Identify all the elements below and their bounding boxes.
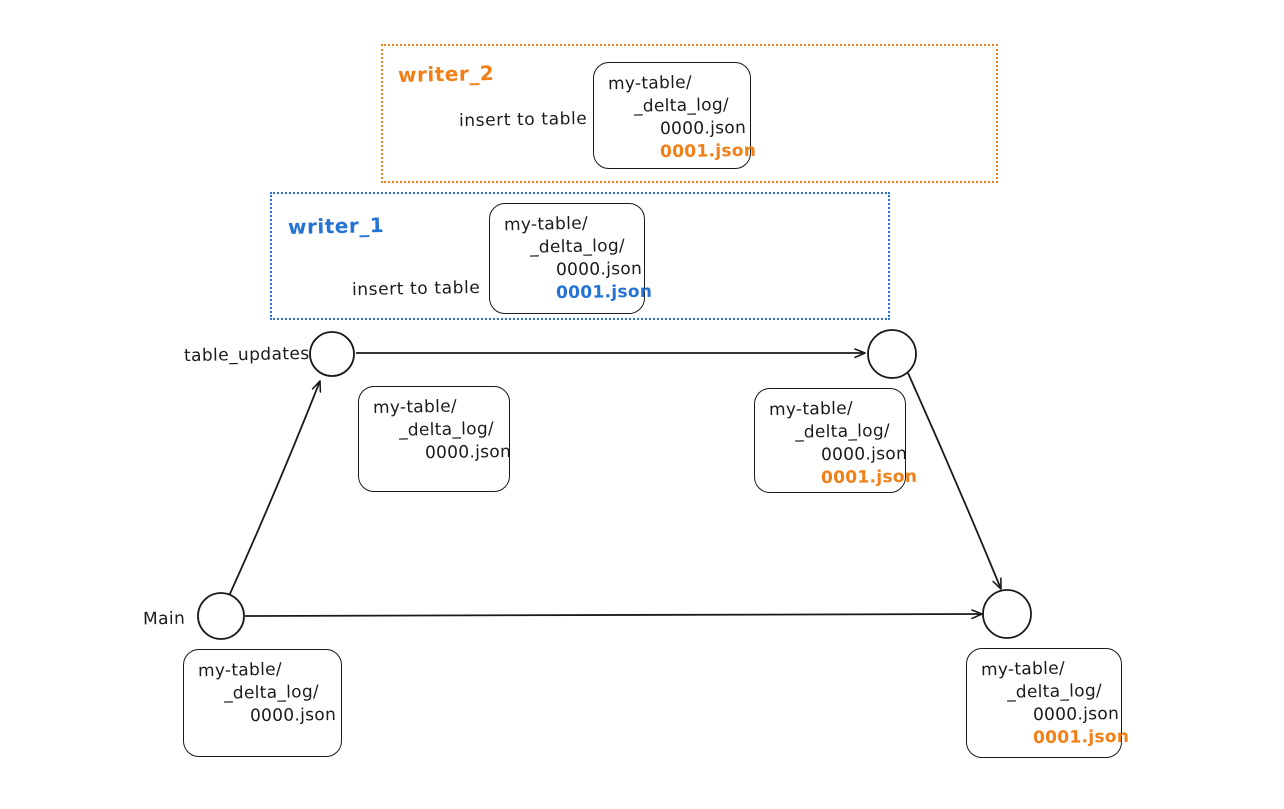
file-line: my-table/ — [607, 72, 693, 95]
branch-label-main: Main — [142, 608, 186, 630]
file-line: my-table/ — [980, 658, 1066, 681]
file-line: _delta_log/ — [223, 682, 320, 704]
writer-2-action-label: insert to table — [458, 108, 588, 132]
writer-group-writer_1 — [270, 192, 890, 320]
file-line-highlight: 0001.json — [659, 141, 757, 163]
file-line: 0000.json — [555, 259, 643, 281]
commit-node-table-updates-start — [309, 331, 355, 377]
file-line-highlight: 0001.json — [1032, 727, 1130, 749]
file-line: _delta_log/ — [794, 421, 891, 443]
writer-1-title: writer_1 — [287, 212, 385, 240]
file-box-writer-1: my-table/ _delta_log/ 0000.json 0001.jso… — [489, 203, 653, 314]
branch-label-table-updates: table_updates — [183, 343, 310, 367]
file-line: my-table/ — [372, 396, 458, 419]
writer-2-title: writer_2 — [397, 60, 495, 88]
file-line: _delta_log/ — [1006, 681, 1103, 703]
file-box-main-end: my-table/ _delta_log/ 0000.json 0001.jso… — [966, 648, 1130, 758]
writer-1-action-label: insert to table — [351, 277, 481, 301]
edge-branch-from-main — [228, 380, 322, 597]
edge-merge-to-main — [907, 372, 1002, 590]
file-line: 0000.json — [659, 118, 747, 140]
file-line: my-table/ — [197, 659, 283, 682]
file-line: 0000.json — [249, 705, 337, 727]
commit-node-table-updates-end — [867, 329, 917, 379]
file-box-writer-2: my-table/ _delta_log/ 0000.json 0001.jso… — [593, 62, 757, 169]
file-line: _delta_log/ — [398, 419, 495, 441]
file-line: _delta_log/ — [633, 95, 730, 117]
file-box-main-start: my-table/ _delta_log/ 0000.json — [183, 649, 342, 757]
writer-group-writer_2 — [381, 44, 998, 183]
file-box-table-updates-end: my-table/ _delta_log/ 0000.json 0001.jso… — [754, 388, 918, 493]
file-box-table-updates-start: my-table/ _delta_log/ 0000.json — [358, 386, 512, 492]
file-line: my-table/ — [768, 398, 854, 421]
file-line: _delta_log/ — [529, 236, 626, 258]
file-line: my-table/ — [503, 213, 589, 236]
commit-node-main-start — [197, 592, 245, 640]
file-line-highlight: 0001.json — [820, 467, 918, 489]
file-line: 0000.json — [1032, 704, 1120, 726]
file-line: 0000.json — [424, 442, 512, 464]
file-line-highlight: 0001.json — [555, 282, 653, 304]
edge-main-horizontal — [244, 609, 983, 620]
commit-node-main-end — [982, 589, 1032, 639]
file-line: 0000.json — [820, 444, 908, 466]
